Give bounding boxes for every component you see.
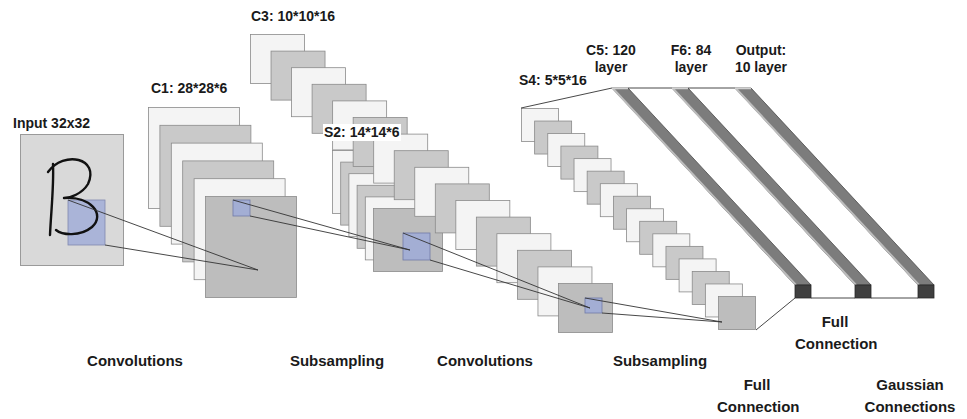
- feature-map: [374, 209, 443, 272]
- bar-end-cap: [855, 285, 871, 298]
- feature-map-stack: S2: 14*14*6: [332, 150, 443, 272]
- stage-caption: Full Connection: [717, 374, 797, 418]
- layer-bar: C5: 120 layer: [612, 88, 814, 300]
- layer-shape: [521, 108, 756, 330]
- layer-shape: [735, 88, 937, 300]
- layer-heading: Output: 10 layer: [729, 42, 793, 76]
- layer-heading: S4: 5*5*16: [518, 72, 588, 89]
- layer-heading: C3: 10*10*16: [250, 8, 336, 25]
- receptive-patch: [68, 200, 105, 245]
- receptive-patch: [233, 200, 250, 216]
- feature-map: [206, 197, 297, 298]
- layer-shape: [20, 134, 124, 266]
- feature-map: [718, 296, 755, 329]
- layer-bar: Output: 10 layer: [735, 88, 937, 300]
- bar-highlight: [736, 89, 919, 286]
- input-image: Input 32x32: [20, 134, 124, 266]
- layer-shape: [148, 107, 297, 298]
- input-frame: [21, 135, 124, 266]
- layer-shape: [612, 88, 814, 300]
- bar-top: [735, 88, 751, 90]
- stage-caption: Convolutions: [70, 350, 200, 372]
- stage-caption: Gaussian Connections: [860, 374, 960, 418]
- bar-end-cap: [918, 285, 934, 298]
- layer-shape: [332, 150, 443, 272]
- layer-heading: S2: 14*14*6: [323, 124, 401, 141]
- stage-caption: Subsampling: [605, 350, 715, 372]
- layer-heading: C1: 28*28*6: [150, 80, 228, 97]
- bar-face: [735, 88, 934, 285]
- feature-map-stack: C1: 28*28*6: [148, 107, 297, 298]
- feature-map: [558, 284, 612, 333]
- projection-line: [628, 88, 855, 298]
- receptive-patch: [585, 298, 602, 313]
- layer-shape: [672, 88, 874, 300]
- layer-bar: F6: 84 layer: [672, 88, 874, 300]
- receptive-patch: [403, 233, 430, 260]
- stage-caption: Convolutions: [420, 350, 550, 372]
- stage-caption: Subsampling: [272, 350, 402, 372]
- bar-top: [672, 88, 688, 90]
- stage-caption: Full Connection: [795, 311, 875, 355]
- layer-heading: C5: 120 layer: [579, 42, 643, 76]
- layer-heading: F6: 84 layer: [659, 42, 723, 76]
- handwritten-glyph: [48, 159, 97, 235]
- feature-map-stack: S4: 5*5*16: [521, 108, 756, 330]
- bar-end-cap: [795, 285, 811, 298]
- layer-heading: Input 32x32: [12, 115, 91, 132]
- bar-top: [612, 88, 628, 90]
